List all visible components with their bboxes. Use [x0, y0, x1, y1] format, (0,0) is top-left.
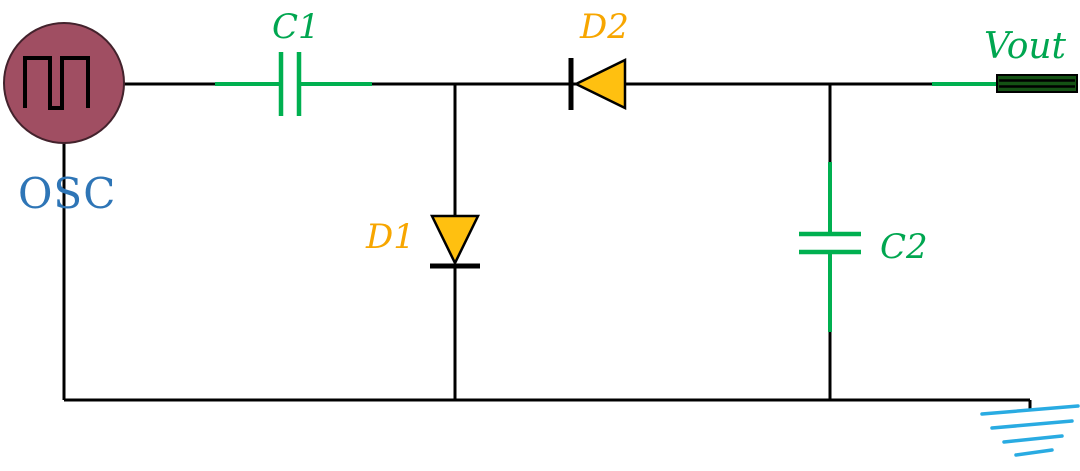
d1-triangle	[429, 214, 481, 266]
square-wave-icon	[23, 56, 90, 110]
ground-symbol	[980, 404, 1080, 457]
capacitor-c2: C2	[799, 162, 928, 332]
oscillator-label: OSC	[18, 169, 116, 218]
vout-terminal-block	[996, 74, 1078, 93]
ground-line-4	[1014, 448, 1054, 457]
d2-triangle	[573, 57, 627, 111]
diode-d2: D2	[568, 7, 629, 111]
wires	[62, 82, 1032, 410]
ground-line-2	[990, 419, 1074, 430]
vout-terminal: Vout	[932, 26, 1078, 93]
c2-label: C2	[880, 227, 928, 267]
d1-label: D1	[365, 217, 415, 257]
oscillator: OSC	[3, 22, 125, 218]
ground-line-3	[1002, 434, 1064, 444]
diode-d1: D1	[365, 214, 481, 269]
ground-line-1	[980, 404, 1080, 416]
capacitor-c1: C1	[215, 7, 372, 116]
d2-label: D2	[579, 7, 629, 47]
c1-label: C1	[272, 7, 320, 47]
vout-label: Vout	[984, 26, 1067, 67]
